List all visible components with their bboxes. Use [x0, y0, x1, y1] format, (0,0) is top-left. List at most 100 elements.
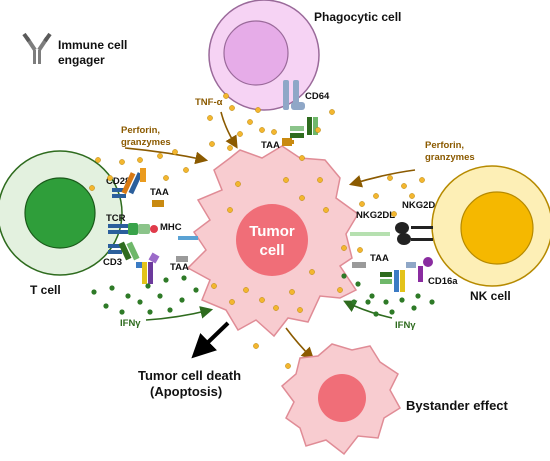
ifn-dot: [389, 309, 395, 315]
tumor-label-line2: cell: [259, 242, 284, 259]
granule-dot: [243, 287, 249, 293]
granule-dot: [359, 201, 365, 207]
perforin-right-arrow: [348, 169, 416, 188]
cd3-label: CD3: [103, 257, 122, 268]
bystander-nucleus: [318, 374, 366, 422]
cd16a-label: CD16a: [428, 276, 458, 287]
cd3-receptor: [108, 241, 140, 261]
death-arrow: [191, 321, 230, 359]
granule-dot: [271, 129, 277, 135]
ifn-dots-group: [91, 273, 435, 317]
granule-dot: [119, 159, 125, 165]
granule-dot: [259, 127, 265, 133]
bystander-label: Bystander effect: [406, 398, 509, 413]
granule-dot: [285, 363, 291, 369]
cd3-engager-icon: [136, 252, 160, 284]
ifn-left-label: IFNγ: [120, 318, 141, 329]
granule-dot: [253, 343, 259, 349]
taa-top-label: TAA: [261, 140, 280, 151]
nkg2d-label: NKG2D: [402, 200, 435, 211]
taa-cd3-label: TAA: [170, 262, 189, 273]
tnf-alpha-label: TNF-α: [195, 97, 223, 108]
granule-dot: [237, 131, 243, 137]
ifn-dot: [415, 293, 421, 299]
cd28-receptor: [112, 188, 126, 198]
granule-dot: [273, 305, 279, 311]
taa-cd3-icon: [176, 256, 188, 262]
death-label-line2: (Apoptosis): [150, 384, 222, 399]
granule-dot: [223, 93, 229, 99]
ifn-dot: [91, 289, 97, 295]
ifn-dot: [351, 299, 357, 305]
granule-dot: [299, 195, 305, 201]
ifn-right-label: IFNγ: [395, 320, 416, 331]
granule-dot: [357, 247, 363, 253]
granule-dot: [229, 105, 235, 111]
ifn-left-arrow: [145, 306, 214, 321]
t-cell: [0, 150, 123, 276]
death-label-line1: Tumor cell death: [138, 368, 241, 383]
granule-dot: [283, 177, 289, 183]
granule-dot: [419, 177, 425, 183]
antibody-icon: [22, 32, 52, 64]
ifn-dot: [103, 303, 109, 309]
granule-dot: [255, 107, 261, 113]
ifn-dot: [181, 275, 187, 281]
granule-dot: [329, 109, 335, 115]
granule-dot: [207, 115, 213, 121]
granule-dot: [95, 157, 101, 163]
granule-dot: [337, 287, 343, 293]
ifn-dot: [373, 311, 379, 317]
phagocytic-cell-label: Phagocytic cell: [314, 10, 401, 24]
ifn-dot: [355, 281, 361, 287]
granule-dot: [235, 181, 241, 187]
granule-dot: [227, 207, 233, 213]
cd64-label: CD64: [305, 91, 330, 102]
ifn-dot: [157, 293, 163, 299]
nk-cell-label: NK cell: [470, 289, 511, 303]
tnf-arrow: [220, 111, 238, 149]
tumor-label-line1: Tumor: [249, 223, 295, 240]
taa-cd28-icon: [152, 200, 164, 207]
ifn-dot: [341, 273, 347, 279]
nk-cell: [431, 165, 550, 287]
mhc-icon: [178, 236, 198, 240]
ifn-dot: [119, 309, 125, 315]
ifn-dot: [383, 299, 389, 305]
granule-dot: [107, 175, 113, 181]
phagocytic-cell: [208, 0, 320, 111]
tcr-label: TCR: [106, 213, 126, 224]
granule-dot: [172, 149, 178, 155]
taa-right-label: TAA: [370, 253, 389, 264]
granule-dot: [309, 269, 315, 275]
granule-dot: [163, 175, 169, 181]
granule-dot: [209, 141, 215, 147]
perforin-right-label-line1: Perforin,: [425, 140, 464, 151]
nkg2d-receptor: [350, 222, 433, 245]
granule-dot: [401, 183, 407, 189]
granule-dot: [157, 153, 163, 159]
granule-dot: [409, 193, 415, 199]
cd28-label: CD28: [106, 176, 130, 187]
ifn-right-arrow: [343, 300, 393, 319]
granule-dot: [259, 297, 265, 303]
ifn-dot: [109, 285, 115, 291]
ifn-dot: [193, 287, 199, 293]
granule-dot: [317, 177, 323, 183]
nkg2dl-label: NKG2DL: [356, 210, 395, 221]
ifn-dot: [167, 307, 173, 313]
cd16a-engager-icon: [380, 257, 433, 292]
engager-label-line1: Immune cell: [58, 38, 127, 52]
ifn-dot: [365, 299, 371, 305]
granule-dot: [315, 127, 321, 133]
granule-dot: [247, 119, 253, 125]
granules-group: [89, 93, 425, 369]
ifn-dot: [399, 297, 405, 303]
ifn-dot: [429, 299, 435, 305]
taa-top-icon: [282, 138, 292, 146]
taa-cd28-label: TAA: [150, 187, 169, 198]
granule-dot: [227, 145, 233, 151]
perforin-left-label-line1: Perforin,: [121, 125, 160, 136]
bystander-arrow: [285, 327, 315, 361]
granule-dot: [297, 307, 303, 313]
